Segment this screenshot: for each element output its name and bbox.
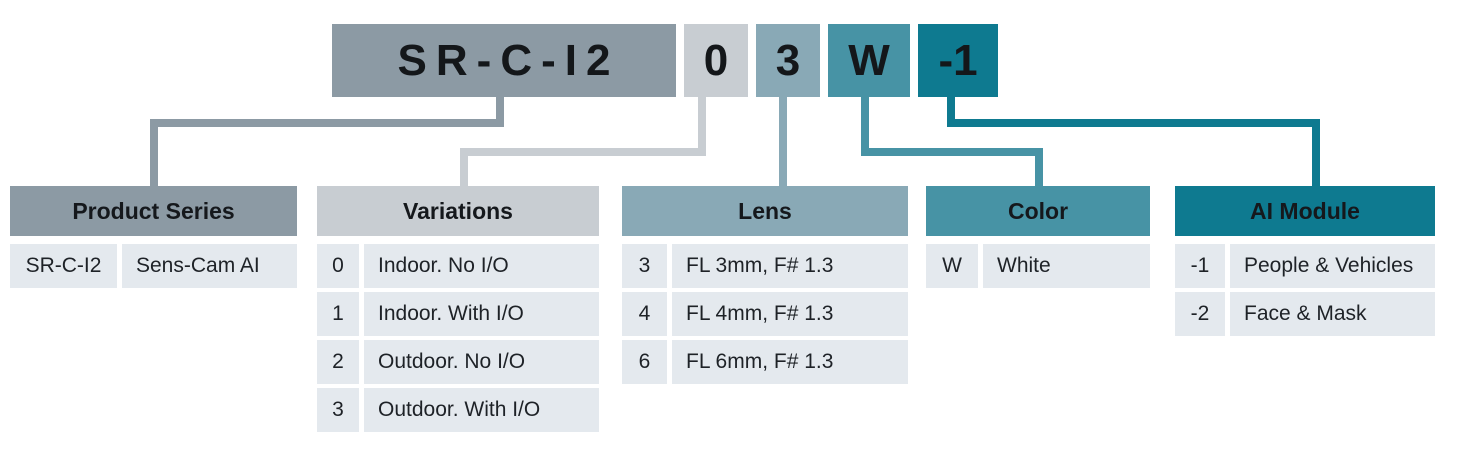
variations-row-desc: Outdoor. With I/O (364, 388, 599, 432)
lens-row-code: 6 (622, 340, 667, 384)
connector-series-horizontal (150, 119, 504, 127)
connector-lens-drop (779, 97, 787, 186)
variations-row-desc: Indoor. With I/O (364, 292, 599, 336)
part-segment-ai-module: -1 (918, 24, 998, 97)
part-segment-product-series: SR-C-I2 (332, 24, 676, 97)
part-segment-lens: 3 (756, 24, 820, 97)
product-series-code: SR-C-I2 (10, 244, 117, 288)
variations-row-desc: Indoor. No I/O (364, 244, 599, 288)
lens-row-desc: FL 6mm, F# 1.3 (672, 340, 908, 384)
variations-row-desc: Outdoor. No I/O (364, 340, 599, 384)
color-row-code: W (926, 244, 978, 288)
ai-module-row-desc: Face & Mask (1230, 292, 1435, 336)
connector-variations-drop (698, 97, 706, 156)
variations-row-code: 0 (317, 244, 359, 288)
connector-color-drop (861, 97, 869, 156)
ai-module-row-code: -1 (1175, 244, 1225, 288)
ai-module-row-code: -2 (1175, 292, 1225, 336)
connector-variations-horizontal (460, 148, 706, 156)
part-segment-variation: 0 (684, 24, 748, 97)
section-header-variations: Variations (317, 186, 599, 236)
variations-row-code: 1 (317, 292, 359, 336)
connector-series-down (150, 119, 158, 186)
section-header-ai-module: AI Module (1175, 186, 1435, 236)
variations-row-code: 2 (317, 340, 359, 384)
connector-variations-down (460, 148, 468, 186)
product-series-desc: Sens-Cam AI (122, 244, 297, 288)
lens-row-code: 4 (622, 292, 667, 336)
ai-module-row-desc: People & Vehicles (1230, 244, 1435, 288)
connector-color-horizontal (861, 148, 1043, 156)
section-header-lens: Lens (622, 186, 908, 236)
variations-row-code: 3 (317, 388, 359, 432)
connector-color-down (1035, 148, 1043, 186)
connector-series-drop (496, 97, 504, 127)
color-row-desc: White (983, 244, 1150, 288)
part-segment-color: W (828, 24, 910, 97)
lens-row-desc: FL 4mm, F# 1.3 (672, 292, 908, 336)
connector-ai-drop (947, 97, 955, 127)
section-header-color: Color (926, 186, 1150, 236)
connector-ai-horizontal (947, 119, 1320, 127)
lens-row-desc: FL 3mm, F# 1.3 (672, 244, 908, 288)
connector-ai-down (1312, 119, 1320, 186)
section-header-product-series: Product Series (10, 186, 297, 236)
lens-row-code: 3 (622, 244, 667, 288)
